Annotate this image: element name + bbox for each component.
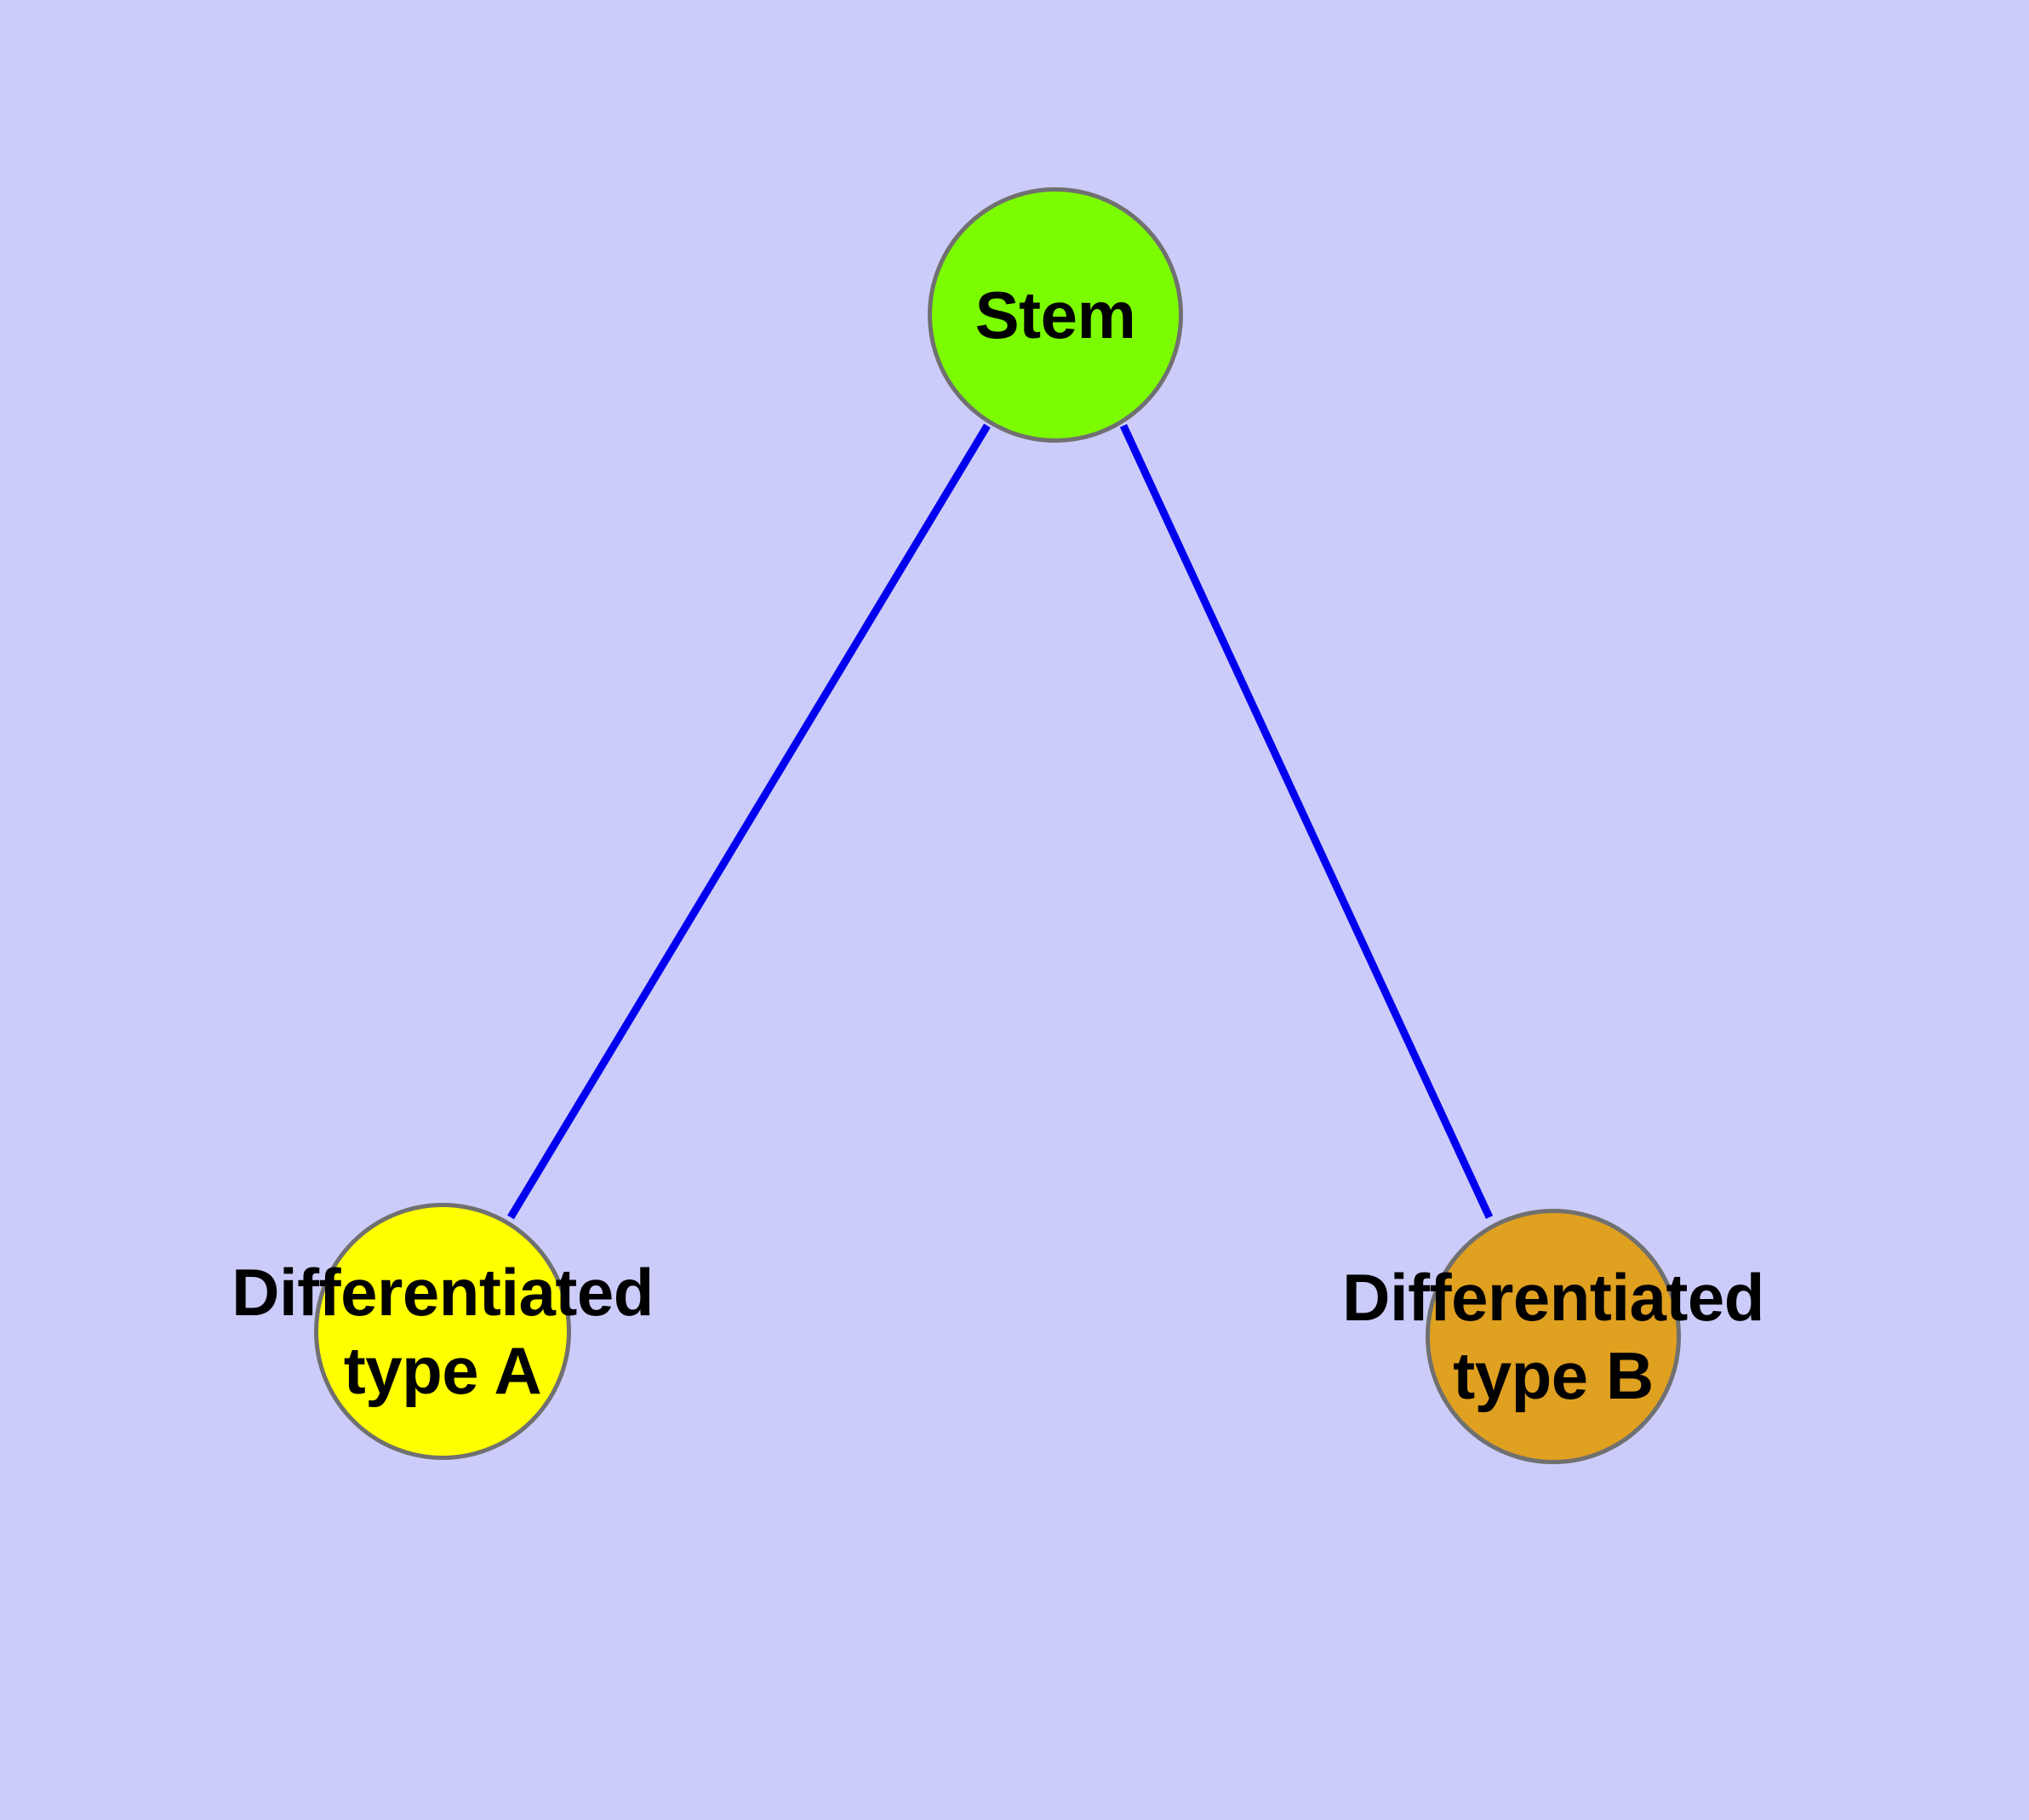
node-differentiated-type-b[interactable]: Differentiated type B [1342,1209,1764,1464]
node-stem[interactable]: Stem [928,187,1183,443]
node-differentiated-type-a-circle[interactable] [314,1203,571,1460]
node-differentiated-type-b-circle[interactable] [1426,1209,1681,1464]
node-stem-circle[interactable] [928,187,1183,443]
node-differentiated-type-a[interactable]: Differentiated type A [231,1203,654,1460]
edge-stem-to-differentiated-type-b[interactable] [1119,424,1494,1219]
edge-stem-to-differentiated-type-a[interactable] [507,423,991,1220]
